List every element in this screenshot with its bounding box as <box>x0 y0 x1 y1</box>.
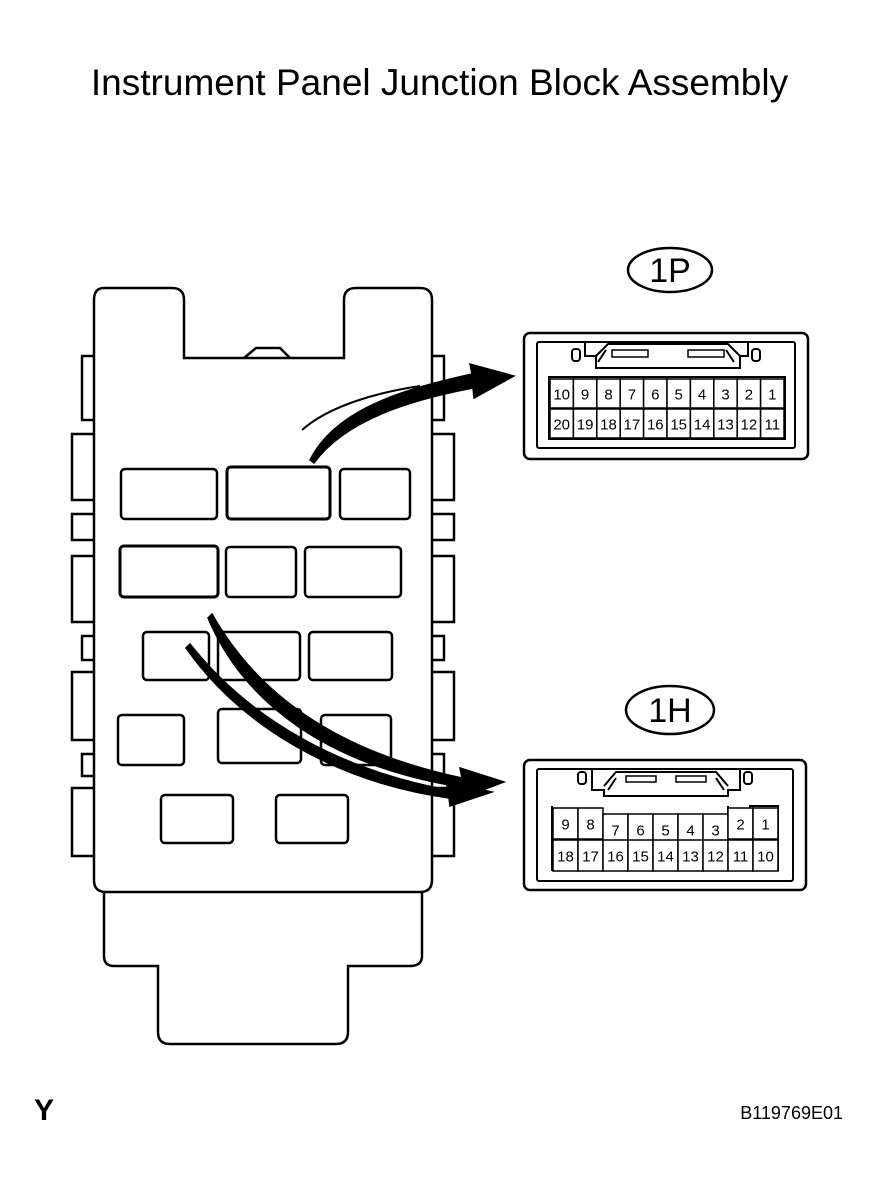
pin-number: 15 <box>632 849 649 866</box>
pin-number: 14 <box>694 417 711 434</box>
pin-cell <box>552 807 579 840</box>
pin-number: 11 <box>765 417 781 434</box>
pin-number: 7 <box>611 823 619 840</box>
pin-number: 1 <box>768 387 776 404</box>
pin-number: 12 <box>707 849 724 866</box>
pin-cell <box>727 839 754 872</box>
pin-number: 1 <box>761 817 769 834</box>
pin-number: 6 <box>651 387 659 404</box>
pin-number: 6 <box>636 823 644 840</box>
pin-number: 5 <box>675 387 683 404</box>
pin-number: 10 <box>553 387 570 404</box>
connector-1h <box>522 684 808 892</box>
pin-number: 19 <box>577 417 594 434</box>
pin-number: 16 <box>607 849 624 866</box>
connector-1p-label: 1P <box>649 252 691 290</box>
pin-cell <box>677 839 704 872</box>
pin-cell <box>727 807 754 840</box>
connector-1p <box>522 246 810 461</box>
pin-number: 17 <box>582 849 599 866</box>
pin-cell <box>759 378 785 409</box>
pin-number: 16 <box>647 417 664 434</box>
pin-number: 20 <box>553 417 570 434</box>
pin-cell <box>759 408 785 439</box>
pin-number: 12 <box>741 417 758 434</box>
pin-number: 18 <box>557 849 574 866</box>
pin-cell <box>627 839 654 872</box>
pin-number: 13 <box>682 849 699 866</box>
pin-cell <box>752 807 779 840</box>
pin-number: 18 <box>600 417 617 434</box>
pin-cell <box>652 839 679 872</box>
arrow-to-1p <box>301 362 516 465</box>
figure-id: B119769E01 <box>740 1103 843 1123</box>
pin-number: 8 <box>586 817 594 834</box>
pin-number: 4 <box>686 823 694 840</box>
pin-number: 2 <box>736 817 744 834</box>
pin-cell <box>577 807 604 840</box>
pin-number: 3 <box>711 823 719 840</box>
pin-number: 8 <box>604 387 612 404</box>
corner-code: Y <box>34 1094 55 1127</box>
pin-number: 14 <box>657 849 674 866</box>
pin-number: 15 <box>670 417 687 434</box>
pin-number: 7 <box>628 387 636 404</box>
arrow-to-1h-lower <box>185 642 495 808</box>
connector-1h-label: 1H <box>648 692 691 730</box>
pin-number: 9 <box>561 817 569 834</box>
pin-number: 3 <box>721 387 729 404</box>
pin-number: 11 <box>733 849 749 866</box>
pin-number: 5 <box>661 823 669 840</box>
diagram-title: Instrument Panel Junction Block Assembly <box>90 62 789 103</box>
pin-number: 13 <box>717 417 734 434</box>
pin-number: 2 <box>745 387 753 404</box>
pin-number: 17 <box>624 417 641 434</box>
pin-number: 9 <box>581 387 589 404</box>
pin-number: 10 <box>757 849 774 866</box>
pin-number: 4 <box>698 387 706 404</box>
pin-cell <box>752 839 779 872</box>
